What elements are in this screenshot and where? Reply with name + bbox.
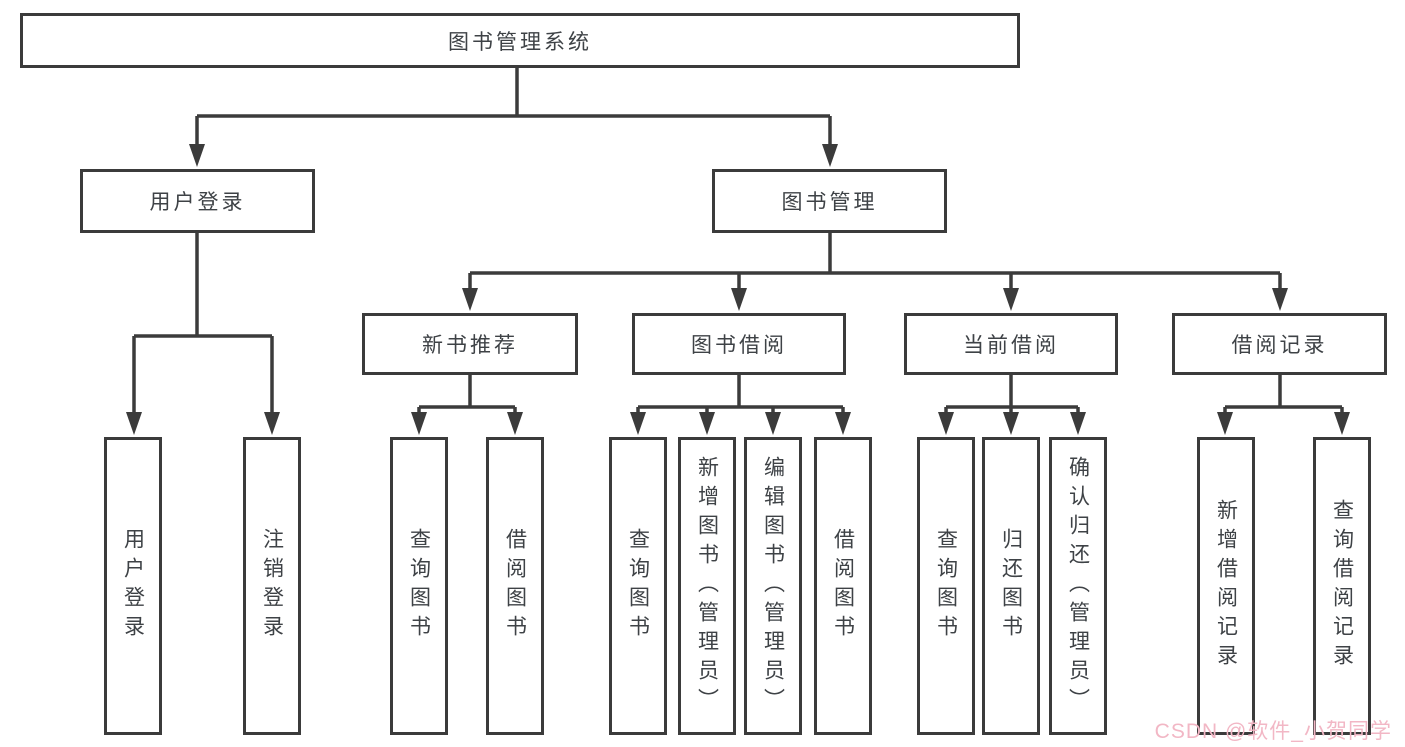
node-library-system: 图书管理系统 (20, 13, 1020, 68)
leaf-confirm-return-admin: 确认归还（管理员） (1049, 437, 1107, 735)
leaf-return-books: 归还图书 (982, 437, 1040, 735)
leaf-borrow-books-2: 借阅图书 (814, 437, 872, 735)
leaf-query-borrow-record: 查询借阅记录 (1313, 437, 1371, 735)
leaf-query-books: 查询图书 (390, 437, 448, 735)
node-borrow-records: 借阅记录 (1172, 313, 1387, 375)
node-current-borrow: 当前借阅 (904, 313, 1118, 375)
node-user-login: 用户登录 (80, 169, 315, 233)
node-new-book-recommend: 新书推荐 (362, 313, 578, 375)
connector-paths (132, 68, 1344, 417)
leaf-add-books-admin: 新增图书（管理员） (678, 437, 736, 735)
csdn-watermark: CSDN @软件_小贺同学 (1154, 720, 1392, 743)
arrowhead-icons (126, 144, 1350, 435)
leaf-add-borrow-record: 新增借阅记录 (1197, 437, 1255, 735)
leaf-edit-books-admin: 编辑图书（管理员） (744, 437, 802, 735)
leaf-query-books-borrow: 查询图书 (609, 437, 667, 735)
node-book-management: 图书管理 (712, 169, 947, 233)
node-book-borrow: 图书借阅 (632, 313, 846, 375)
leaf-user-login: 用户登录 (104, 437, 162, 735)
leaf-logout-login: 注销登录 (243, 437, 301, 735)
leaf-query-books-current: 查询图书 (917, 437, 975, 735)
leaf-borrow-books: 借阅图书 (486, 437, 544, 735)
